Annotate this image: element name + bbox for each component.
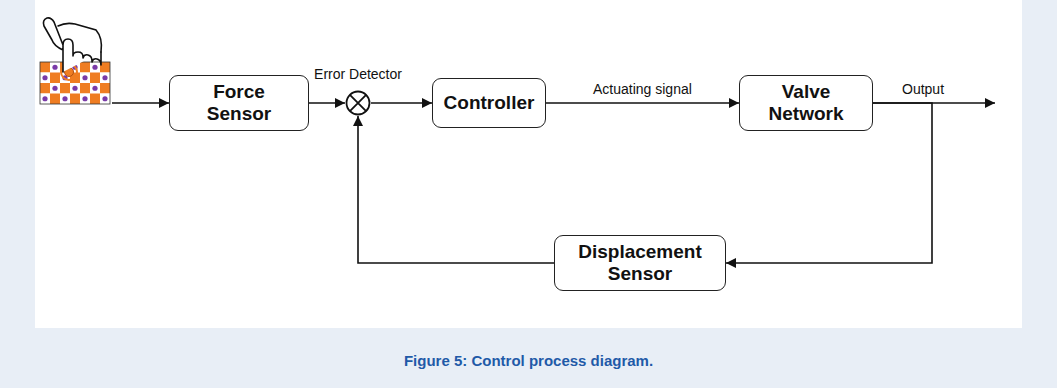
summing-junction [345, 90, 371, 116]
signal-connector [309, 102, 345, 104]
box-label: Valve Network [750, 81, 862, 125]
box-label: Force Sensor [180, 81, 298, 125]
signal-connector [371, 102, 432, 104]
signal-connector [358, 116, 554, 263]
controller-box: Controller [432, 78, 546, 128]
white-panel [35, 0, 1022, 328]
error-detector: Error Detector [345, 90, 371, 116]
box-label: Displacement Sensor [565, 241, 715, 285]
node-label: Error Detector [314, 66, 402, 82]
sensor-box: Force Sensor [169, 75, 309, 131]
input-wire [112, 102, 169, 104]
sensor-box: Displacement Sensor [554, 235, 726, 291]
sensor-grid [40, 62, 110, 104]
valve-box: Valve Network [739, 75, 873, 131]
box-label: Controller [444, 92, 535, 114]
signal-label: Actuating signal [591, 81, 694, 97]
figure-caption: Figure 5: Control process diagram. [0, 352, 1057, 369]
hand-outline [58, 23, 101, 52]
hand-outline [43, 18, 101, 72]
signal-label: Output [900, 81, 946, 97]
signal-connector [546, 102, 739, 104]
